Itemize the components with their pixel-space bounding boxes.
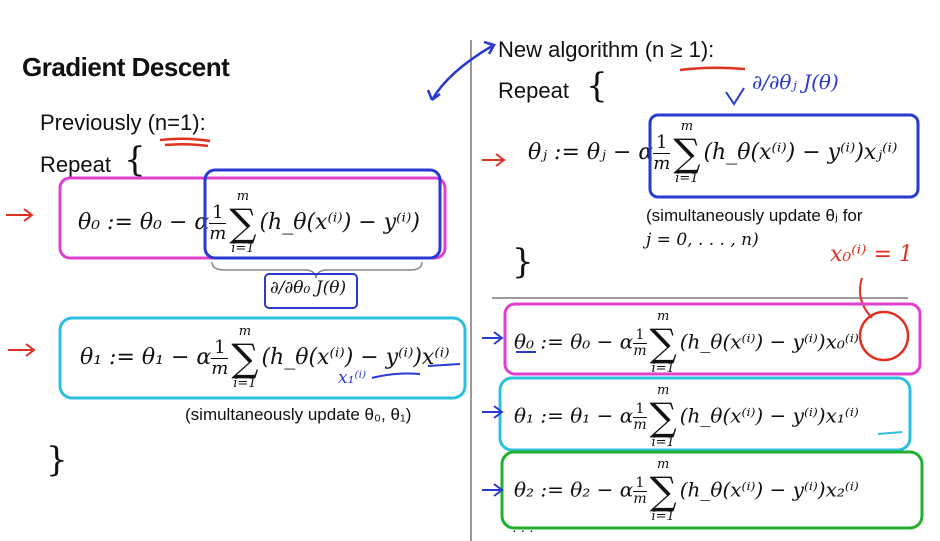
summation: m∑i=1 — [649, 383, 677, 450]
new-algorithm-heading: New algorithm (n ≥ 1): — [498, 37, 715, 62]
slide-title: Gradient Descent — [22, 52, 230, 82]
open-brace-right: { — [586, 66, 608, 106]
eqj-lhs: θⱼ := θⱼ − α — [528, 140, 654, 165]
red-arrow-theta0-left — [6, 208, 34, 222]
red-arrow-thetaj — [482, 153, 506, 167]
cyan-underline-x1 — [877, 431, 903, 435]
derivative-label: ∂/∂θ₀ J(θ) — [270, 278, 347, 298]
blue-arrow-theta0-right — [482, 331, 504, 345]
red-arrow-theta1-left — [8, 343, 36, 357]
eqj-rhs: (h_θ(x⁽ⁱ⁾) − y⁽ⁱ⁾)xⱼ⁽ⁱ⁾ — [703, 140, 898, 165]
summation: m∑i=1 — [229, 189, 257, 256]
blue-check-mark — [725, 87, 745, 106]
blue-curved-arrow — [426, 40, 496, 101]
repeat-label-right: Repeat — [498, 78, 569, 103]
blue-arrow-theta1-right — [482, 405, 504, 419]
ellipsis: · · · — [512, 522, 534, 538]
summation: m∑i=1 — [231, 324, 259, 391]
close-brace-left: } — [46, 440, 68, 480]
simultaneous-note-right-1: (simultaneously update θⱼ for — [646, 206, 863, 225]
red-underline-n-ge-1 — [679, 66, 746, 72]
handwritten-derivative: ∂/∂θⱼ J(θ) — [752, 70, 839, 94]
horizontal-divider — [492, 297, 908, 299]
close-brace-right: } — [512, 242, 534, 282]
summation: m∑i=1 — [649, 309, 677, 376]
simultaneous-note-left: (simultaneously update θ₀, θ₁) — [185, 405, 412, 424]
handwritten-x0-equals-1: x₀⁽ⁱ⁾ = 1 — [830, 242, 913, 267]
open-brace-left: { — [124, 140, 146, 180]
eq0-lhs: θ₀ := θ₀ − α — [78, 210, 210, 235]
simultaneous-note-right-2: j = 0, . . . , n) — [646, 230, 759, 250]
summation: m∑i=1 — [649, 457, 677, 524]
red-circle-x0 — [858, 310, 910, 362]
vertical-divider — [470, 40, 472, 541]
underbrace — [211, 261, 423, 279]
handwritten-x1: x₁⁽ⁱ⁾ — [338, 368, 367, 388]
blue-arrow-theta2-right — [482, 483, 504, 497]
eq0-rhs: (h_θ(x⁽ⁱ⁾) − y⁽ⁱ⁾) — [259, 210, 420, 235]
repeat-label-left: Repeat — [40, 152, 111, 177]
eq1-rhs: (h_θ(x⁽ⁱ⁾) − y⁽ⁱ⁾)x⁽ⁱ⁾ — [261, 345, 450, 370]
summation: m∑i=1 — [673, 119, 701, 186]
red-underline-n1 — [159, 137, 211, 148]
eq1-lhs: θ₁ := θ₁ − α — [80, 345, 212, 370]
previously-label: Previously (n=1): — [40, 110, 206, 135]
